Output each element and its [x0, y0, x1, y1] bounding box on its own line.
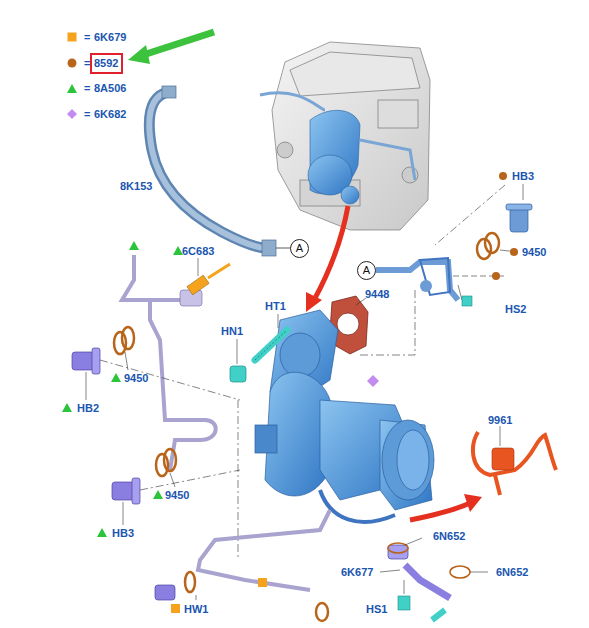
callout-number: HB3	[512, 170, 534, 183]
callout-number: 9961	[488, 414, 512, 427]
legend-swatch	[66, 108, 78, 120]
callout-number: =	[84, 108, 90, 121]
callout-number: 9448	[365, 288, 389, 301]
reference-circle: A	[290, 239, 309, 258]
node-text: A	[296, 242, 303, 255]
callout-number: HN1	[221, 325, 243, 338]
callout-number: 6C683	[182, 245, 214, 258]
callout-number: =	[84, 82, 90, 95]
callout-number: 9450	[522, 246, 546, 259]
node-text: A	[363, 264, 370, 277]
legend-text: 6K679	[94, 31, 126, 44]
callout-number: 8K153	[120, 180, 152, 193]
callout-number: 9450	[165, 489, 189, 502]
legend-text: 8A506	[94, 82, 126, 95]
legend-swatch	[66, 57, 78, 69]
reference-circle: A	[357, 261, 376, 280]
callout-number: 6N652	[496, 566, 528, 579]
callout-number: HS2	[505, 303, 526, 316]
legend-swatch	[66, 82, 78, 94]
callout-number: HW1	[184, 603, 208, 616]
callout-number: =	[84, 31, 90, 44]
legend-swatch	[66, 31, 78, 43]
callout-number: HB3	[112, 527, 134, 540]
callout-number: HB2	[77, 402, 99, 415]
callout-number: 6N652	[433, 530, 465, 543]
callout-number: HS1	[366, 603, 387, 616]
callout-number: HT1	[265, 300, 286, 313]
callout-number: 6K677	[341, 566, 373, 579]
callout-number: 9450	[124, 372, 148, 385]
legend-text: 8592	[94, 57, 118, 70]
legend-text: 6K682	[94, 108, 126, 121]
